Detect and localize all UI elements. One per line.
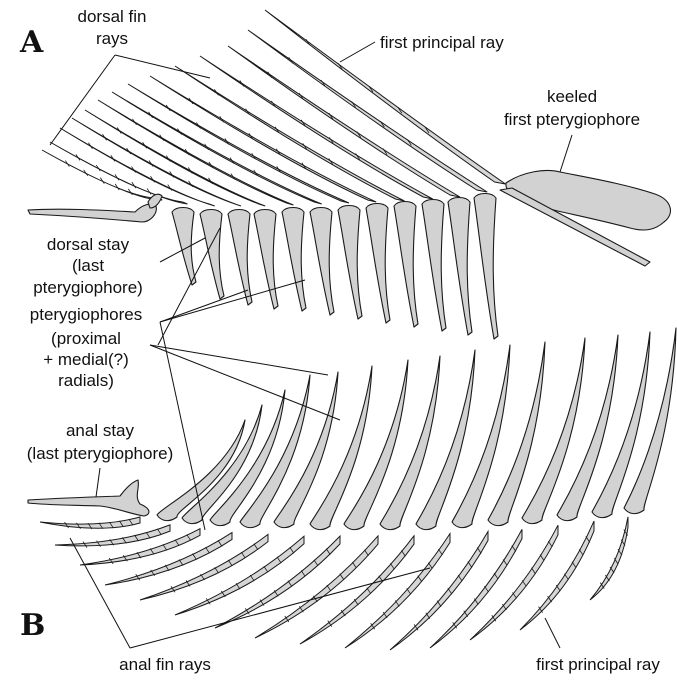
dorsal-fin-ray <box>72 118 241 206</box>
dorsal-fin-ray <box>128 84 349 203</box>
label-dorsal-fin-rays-line1: dorsal fin <box>78 7 147 26</box>
anal-fin-ray <box>300 536 414 644</box>
leader-first-principal-bottom <box>545 618 560 648</box>
dorsal-pterygiophore <box>338 206 362 320</box>
label-dorsal-stay-line3: pterygiophore) <box>33 278 143 297</box>
label-anal-stay-line2: (last pterygiophore) <box>27 444 173 463</box>
label-pterygiophores-line1: pterygiophores <box>30 305 142 324</box>
dorsal-pterygiophore <box>310 208 334 316</box>
label-anal-fin-rays: anal fin rays <box>119 655 211 674</box>
label-anal-stay-line1: anal stay <box>66 421 135 440</box>
anal-fin-ray <box>345 534 450 648</box>
anal-fin-panel <box>28 328 676 650</box>
label-dorsal-stay-line1: dorsal stay <box>47 235 130 254</box>
dorsal-pterygiophore <box>422 200 446 332</box>
anal-fin-ray <box>215 536 340 628</box>
leader-dorsal-rays-2 <box>115 55 210 78</box>
anal-fin-ray <box>590 517 628 600</box>
anal-fin-ray <box>140 534 268 600</box>
dorsal-stay <box>28 204 156 222</box>
dorsal-fin-ray <box>98 100 293 205</box>
panel-label-b: B <box>20 608 45 643</box>
label-first-principal-ray-top: first principal ray <box>380 33 504 52</box>
dorsal-pterygiophore <box>448 198 472 336</box>
label-keeled-line1: keeled <box>547 87 597 106</box>
label-first-principal-ray-bottom: first principal ray <box>536 655 660 674</box>
leader-pteryg-2 <box>160 290 248 322</box>
dorsal-pterygiophore <box>200 210 224 300</box>
leader-anal-stay <box>96 468 100 497</box>
anal-pterygiophore <box>210 390 285 526</box>
leader-first-principal-top <box>340 42 375 62</box>
label-dorsal-stay-line2: (last <box>72 256 104 275</box>
dorsal-fin-ray <box>112 92 322 204</box>
dorsal-pterygiophore <box>172 208 196 286</box>
dorsal-pterygiophore <box>474 194 498 340</box>
dorsal-pterygiophores-group <box>172 194 498 340</box>
dorsal-pterygiophore <box>394 202 418 328</box>
dorsal-pterygiophore <box>282 208 306 312</box>
leader-anal-rays-1 <box>70 538 130 648</box>
anal-pterygiophores-group <box>157 328 676 530</box>
leader-dorsal-rays-1 <box>50 55 115 145</box>
leader-keeled <box>560 135 572 172</box>
label-dorsal-fin-rays-line2: rays <box>96 29 128 48</box>
label-keeled-line2: first pterygiophore <box>504 110 640 129</box>
leader-pteryg-6 <box>150 345 328 375</box>
anal-fin-ray <box>175 536 304 615</box>
dorsal-pterygiophore <box>366 204 390 324</box>
anal-stay <box>28 480 149 516</box>
anal-fin-rays-group <box>40 517 628 650</box>
dorsal-pterygiophore <box>228 210 252 306</box>
leader-anal-rays-2 <box>130 568 430 648</box>
label-pterygiophores-line2: (proximal <box>51 329 121 348</box>
dorsal-fin-ray <box>150 76 376 202</box>
label-pterygiophores-line4: radials) <box>58 371 114 390</box>
dorsal-stay-tip <box>148 194 162 208</box>
label-pterygiophores-line3: + medial(?) <box>43 350 129 369</box>
panel-label-a: A <box>19 25 44 60</box>
